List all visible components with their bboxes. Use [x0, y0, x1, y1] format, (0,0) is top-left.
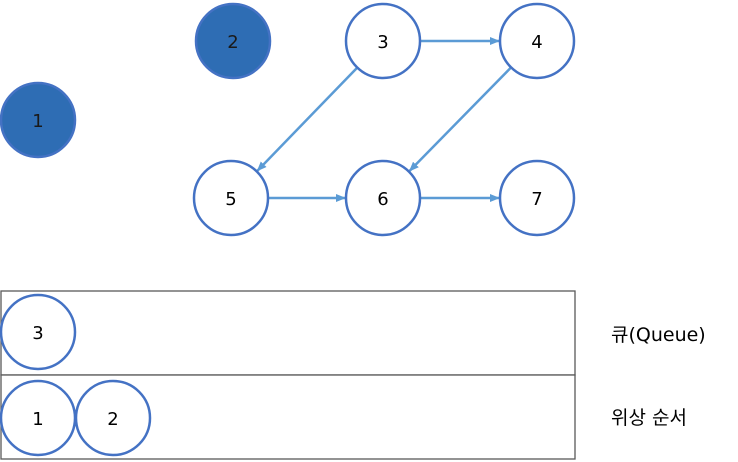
queue-item-3-circle: [0, 293, 77, 371]
node-3: 3: [344, 2, 422, 80]
graph-edges: [256, 37, 512, 202]
node-5-label: 5: [225, 189, 236, 210]
node-3-circle: [344, 2, 422, 80]
node-4-circle: [498, 2, 576, 80]
node-2: 2: [194, 2, 272, 80]
edge-3-to-5: [256, 66, 359, 172]
node-1-circle: [0, 81, 77, 159]
node-4-label: 4: [531, 32, 542, 53]
queue-box: [0, 290, 576, 376]
node-5: 5: [192, 159, 270, 237]
node-6: 6: [344, 159, 422, 237]
queue-item-3-label: 3: [32, 323, 43, 344]
graph-nodes: 1 2 3 4 5 6 7: [0, 2, 576, 237]
node-3-label: 3: [377, 32, 388, 53]
node-2-circle: [194, 2, 272, 80]
queue-items: 3: [0, 293, 77, 371]
queue-item-3: 3: [0, 293, 77, 371]
node-7-circle: [498, 159, 576, 237]
order-item-2-circle: [74, 379, 152, 457]
order-item-1-label: 1: [32, 409, 43, 430]
order-item-2-label: 2: [107, 409, 118, 430]
node-7: 7: [498, 159, 576, 237]
node-1: 1: [0, 81, 77, 159]
node-2-label: 2: [227, 32, 238, 53]
topological-order-label: 위상 순서: [611, 407, 687, 429]
node-1-label: 1: [32, 111, 43, 132]
queue-label: 큐(Queue): [611, 324, 706, 346]
node-4: 4: [498, 2, 576, 80]
node-6-circle: [344, 159, 422, 237]
node-6-label: 6: [377, 189, 388, 210]
order-item-1: 1: [0, 379, 77, 457]
order-item-2: 2: [74, 379, 152, 457]
node-7-label: 7: [531, 189, 542, 210]
node-5-circle: [192, 159, 270, 237]
edge-4-to-6: [408, 66, 512, 172]
